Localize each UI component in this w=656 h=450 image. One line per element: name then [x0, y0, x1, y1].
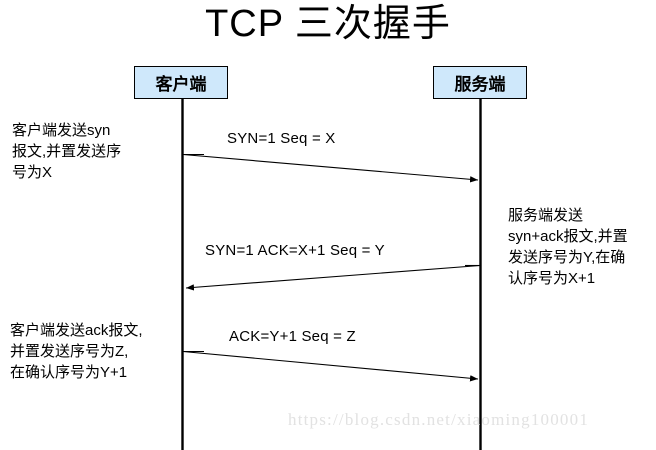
note-line: 在确认序号为Y+1 — [10, 364, 128, 381]
note-line: 号为X — [12, 164, 53, 181]
note-line: 认序号为X+1 — [508, 270, 596, 287]
note-line: syn+ack报文,并置 — [508, 228, 628, 245]
note-line: 报文,并置发送序 — [12, 143, 122, 160]
message-arrow-ack — [182, 350, 479, 382]
message-label-syn: SYN=1 Seq = X — [227, 130, 336, 147]
message-arrow-syn — [182, 153, 479, 183]
page-title: TCP 三次握手 — [205, 3, 451, 45]
note-client-syn: 客户端发送syn 报文,并置发送序 号为X — [12, 120, 182, 183]
actor-box-client[interactable]: 客户端 — [134, 66, 228, 99]
message-label-ack: ACK=Y+1 Seq = Z — [229, 328, 356, 345]
note-line: 客户端发送syn — [12, 122, 111, 139]
note-line: 服务端发送 — [508, 207, 584, 224]
note-server-syn-ack: 服务端发送 syn+ack报文,并置 发送序号为Y,在确 认序号为X+1 — [508, 205, 656, 289]
watermark: https://blog.csdn.net/xiaoming100001 — [288, 410, 590, 429]
actor-box-server[interactable]: 服务端 — [433, 66, 527, 99]
actor-label-client: 客户端 — [155, 75, 207, 94]
message-label-syn-ack: SYN=1 ACK=X+1 Seq = Y — [205, 242, 385, 259]
message-arrow-syn-ack — [185, 264, 481, 291]
actor-label-server: 服务端 — [454, 75, 506, 94]
note-line: 客户端发送ack报文, — [10, 322, 143, 339]
note-line: 发送序号为Y,在确 — [508, 249, 626, 266]
note-line: 并置发送序号为Z, — [10, 343, 129, 360]
note-client-ack: 客户端发送ack报文, 并置发送序号为Z, 在确认序号为Y+1 — [10, 320, 188, 383]
